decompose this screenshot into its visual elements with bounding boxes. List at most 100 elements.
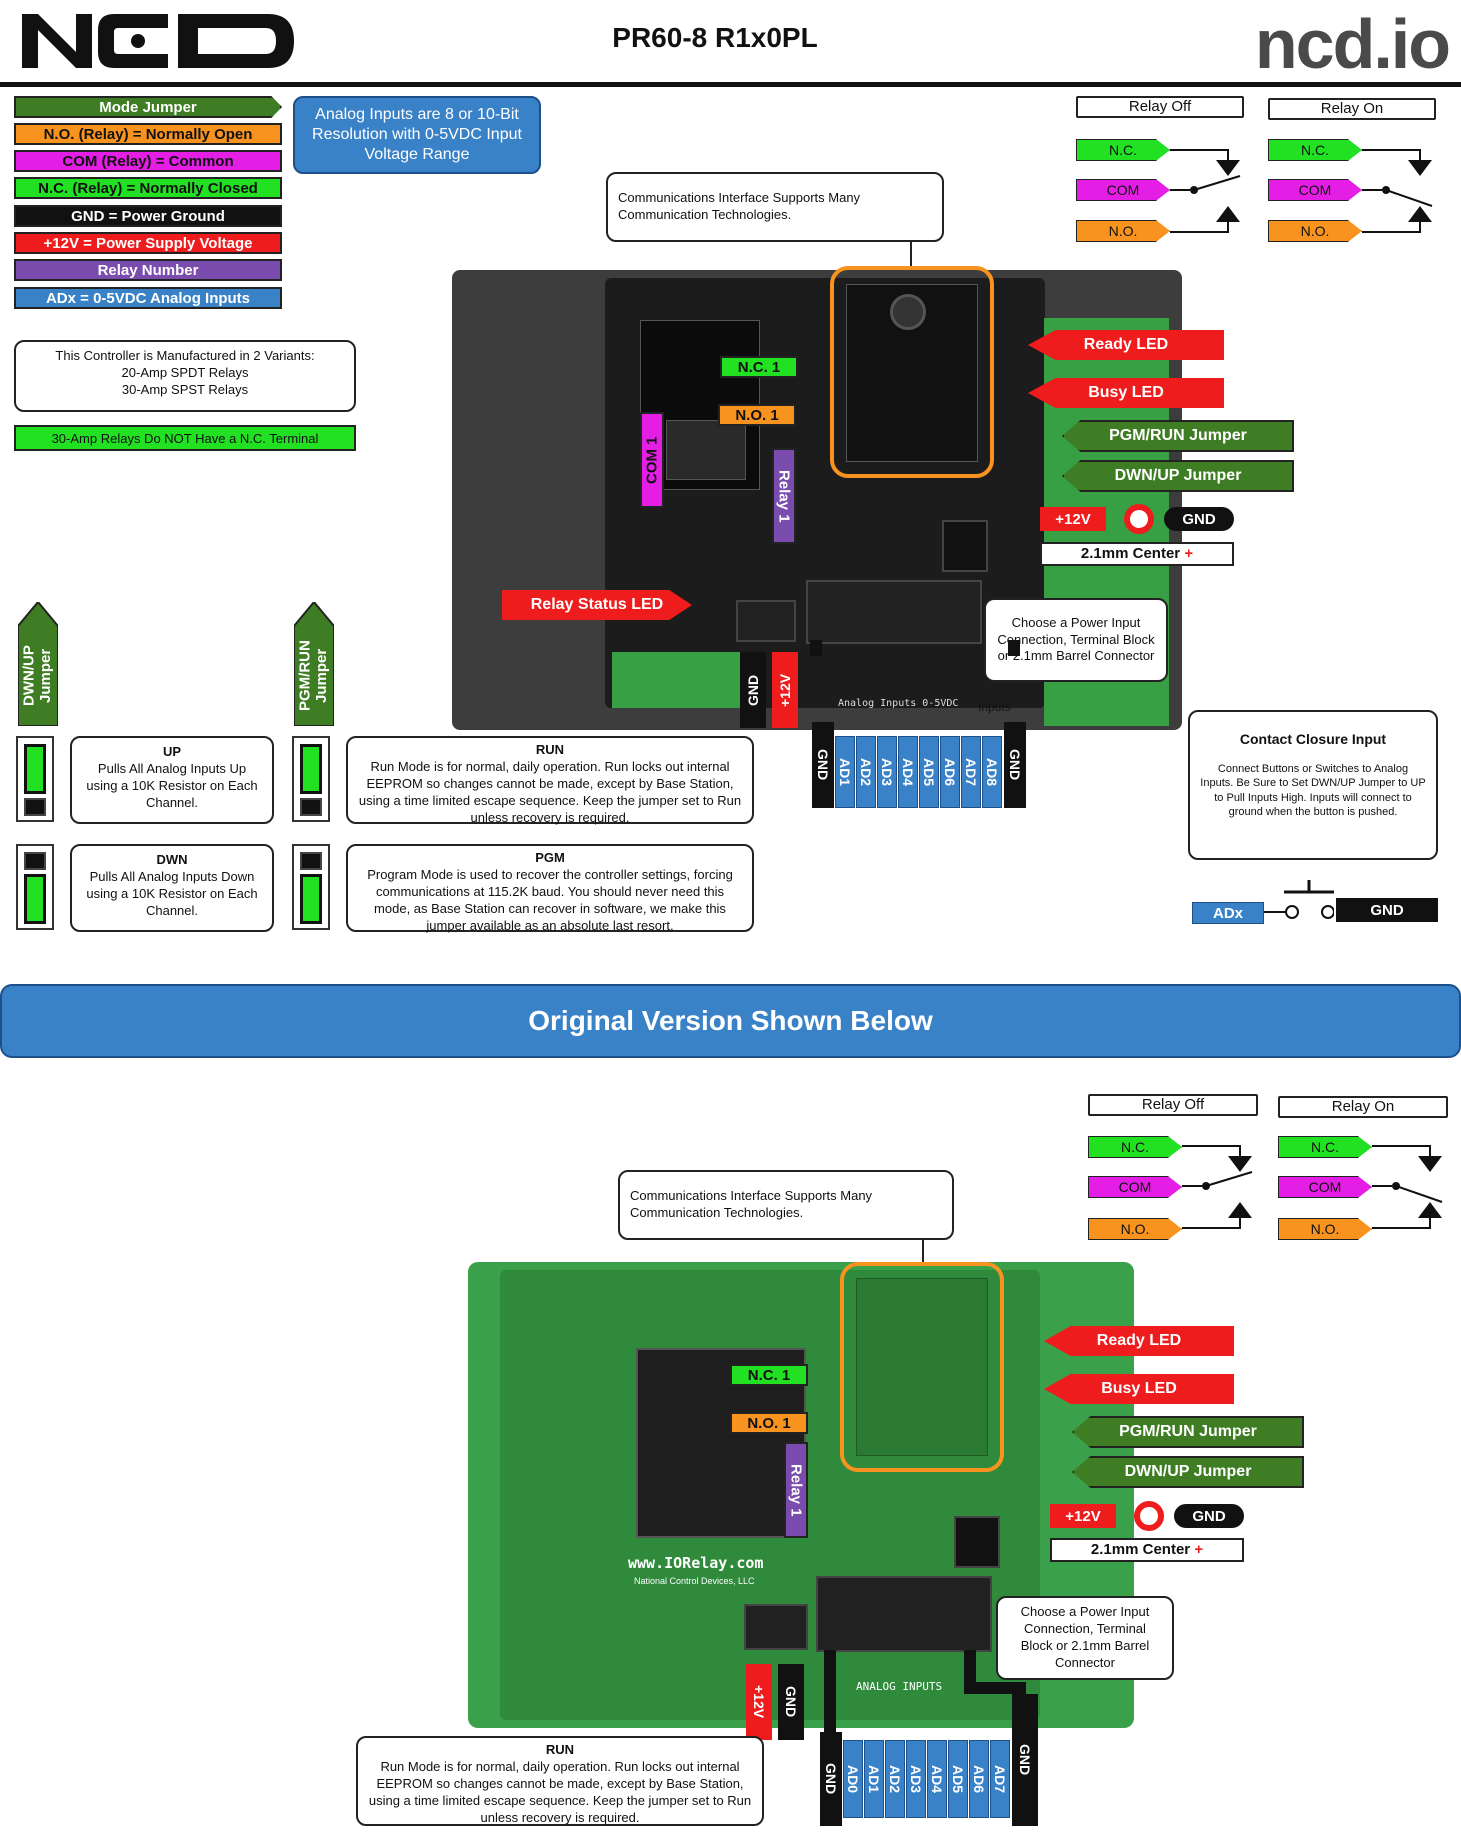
pin-old-8: AD7 bbox=[990, 1740, 1010, 1818]
ready-led-arrow-top: Ready LED bbox=[1028, 330, 1224, 360]
iorelay-silkscreen: www.IORelay.com bbox=[628, 1554, 764, 1572]
page-title: PR60-8 R1x0PL bbox=[612, 22, 818, 53]
power-terminal-top bbox=[736, 600, 796, 642]
busy-led-arrow-bottom: Busy LED bbox=[1044, 1374, 1234, 1404]
pushbutton-icon bbox=[1264, 880, 1334, 919]
dwn-up-jumper-arrow-up bbox=[18, 602, 58, 726]
pin-old-9: GND bbox=[1012, 1694, 1038, 1826]
relay-on-no-bottom: N.O. bbox=[1278, 1218, 1372, 1240]
relay-off-nc-bottom: N.C. bbox=[1088, 1136, 1182, 1158]
nc1-label-bottom: N.C. 1 bbox=[730, 1364, 808, 1386]
variants-callout: This Controller is Manufactured in 2 Var… bbox=[14, 340, 356, 412]
gnd-power-terminal-bottom: GND bbox=[778, 1664, 804, 1740]
com1-label-top: COM 1 bbox=[640, 412, 664, 508]
ncd-logo bbox=[22, 14, 294, 68]
relay-on-schematic bbox=[1362, 149, 1433, 233]
no1-label-top: N.O. 1 bbox=[718, 404, 796, 426]
plus12v-power-terminal-top: +12V bbox=[772, 652, 798, 728]
run-title-bottom: RUN bbox=[545, 1742, 575, 1757]
comm-module-highlight-bottom bbox=[840, 1262, 1004, 1472]
gnd-power-terminal-top: GND bbox=[740, 652, 766, 728]
dwn-explanation: DWN Pulls All Analog Inputs Down using a… bbox=[70, 844, 274, 932]
pgm-run-jumper-label: PGM/RUN Jumper bbox=[296, 640, 331, 712]
variants-line-2: 20-Amp SPDT Relays bbox=[121, 364, 249, 380]
up-title: UP bbox=[162, 744, 182, 759]
legend-relay-number: Relay Number bbox=[14, 259, 282, 281]
relay-on-no: N.O. bbox=[1268, 220, 1362, 242]
legend-adx: ADx = 0-5VDC Analog Inputs bbox=[14, 287, 282, 309]
comm-module-highlight-top bbox=[830, 266, 994, 478]
relay-on-nc: N.C. bbox=[1268, 139, 1362, 161]
pin-old-1: AD0 bbox=[843, 1740, 863, 1818]
jumper-pgm-icon bbox=[292, 844, 330, 930]
dwn-up-jumper-label: DWN/UP Jumper bbox=[20, 645, 55, 707]
analog-terminal-top bbox=[806, 580, 982, 644]
enclosure-green-bottom-top bbox=[612, 652, 742, 708]
pin-old-3: AD2 bbox=[885, 1740, 905, 1818]
pin-new-0: GND bbox=[812, 722, 834, 808]
power-input-callout-top: Choose a Power Input Connection, Termina… bbox=[984, 598, 1168, 682]
pgm-run-jumper-arrow-up bbox=[294, 602, 334, 726]
run-explanation-bottom: RUN Run Mode is for normal, daily operat… bbox=[356, 1736, 764, 1826]
pin-new-8: AD8 bbox=[982, 736, 1002, 808]
jumper-run-icon bbox=[292, 736, 330, 822]
jumper-up-icon bbox=[16, 736, 54, 822]
dwn-title: DWN bbox=[156, 852, 188, 867]
power-input-callout-bottom: Choose a Power Input Connection, Termina… bbox=[996, 1596, 1174, 1680]
relay-on-com: COM bbox=[1268, 179, 1362, 201]
plus12v-barrel-bottom: +12V bbox=[1050, 1504, 1116, 1528]
relay-off-com: COM bbox=[1076, 179, 1170, 201]
relay-on-com-bottom: COM bbox=[1278, 1176, 1372, 1198]
analog-resolution-callout: Analog Inputs are 8 or 10-Bit Resolution… bbox=[293, 96, 541, 174]
original-version-divider: Original Version Shown Below bbox=[0, 984, 1461, 1058]
pin-new-2: AD2 bbox=[856, 736, 876, 808]
contact-closure-title: Contact Closure Input bbox=[1239, 731, 1387, 747]
analog-inputs-silkscreen-bottom: ANALOG INPUTS bbox=[856, 1680, 943, 1693]
run-body-top: Run Mode is for normal, daily operation.… bbox=[358, 758, 742, 825]
pin-old-2: AD1 bbox=[864, 1740, 884, 1818]
variants-line-1: This Controller is Manufactured in 2 Var… bbox=[55, 348, 315, 363]
pgm-body: Program Mode is used to recover the cont… bbox=[367, 866, 733, 933]
pgm-explanation: PGM Program Mode is used to recover the … bbox=[346, 844, 754, 933]
relay-off-title: Relay Off bbox=[1076, 96, 1244, 118]
dwn-up-jumper-arrow-top: DWN/UP Jumper bbox=[1062, 460, 1294, 492]
contact-closure-body: Connect Buttons or Switches to Analog In… bbox=[1200, 763, 1426, 819]
ncd-io-logo: ncd.io bbox=[1254, 5, 1451, 83]
run-explanation-top: RUN Run Mode is for normal, daily operat… bbox=[346, 736, 754, 825]
pin-old-4: AD3 bbox=[906, 1740, 926, 1818]
barrel-center-text: 2.1mm Center bbox=[1080, 545, 1181, 562]
pin-new-1: AD1 bbox=[835, 736, 855, 808]
nc-terminal-note: 30-Amp Relays Do NOT Have a N.C. Termina… bbox=[14, 425, 356, 451]
legend-gnd: GND = Power Ground bbox=[14, 205, 282, 227]
relay-off-no: N.O. bbox=[1076, 220, 1170, 242]
barrel-center-text-bottom: 2.1mm Center bbox=[1090, 1541, 1191, 1558]
barrel-plus-sign: + bbox=[1184, 545, 1194, 562]
ncd-silkscreen: National Control Devices, LLC bbox=[634, 1576, 755, 1586]
plus12v-power-terminal-bottom: +12V bbox=[746, 1664, 772, 1740]
pgm-run-jumper-arrow-bottom: PGM/RUN Jumper bbox=[1072, 1416, 1304, 1448]
analog-terminal-bottom bbox=[816, 1576, 992, 1652]
relay-status-led-arrow: Relay Status LED bbox=[502, 590, 692, 620]
adx-pin-label: ADx bbox=[1192, 902, 1264, 924]
comm-module-bottom bbox=[856, 1278, 988, 1456]
relay-on-nc-bottom: N.C. bbox=[1278, 1136, 1372, 1158]
analog-inputs-silkscreen: Analog Inputs 0-5VDC bbox=[838, 698, 959, 709]
relay-off-schematic-bottom bbox=[1182, 1145, 1253, 1229]
pgm-title: PGM bbox=[535, 850, 565, 865]
relay-on-title: Relay On bbox=[1268, 98, 1436, 120]
pin-old-6: AD5 bbox=[948, 1740, 968, 1818]
relay-off-schematic bbox=[1170, 149, 1241, 233]
legend-com: COM (Relay) = Common bbox=[14, 150, 282, 172]
busy-led-arrow-top: Busy LED bbox=[1028, 378, 1224, 408]
relay-contact-top bbox=[666, 420, 746, 480]
gnd-barrel-bottom: GND bbox=[1174, 1504, 1244, 1528]
legend-mode-jumper: Mode Jumper bbox=[14, 96, 282, 118]
barrel-jack-bottom bbox=[954, 1516, 1000, 1568]
pin-new-5: AD5 bbox=[919, 736, 939, 808]
header-divider bbox=[0, 82, 1461, 87]
comm-interface-callout-bottom: Communications Interface Supports Many C… bbox=[618, 1170, 954, 1240]
pin-old-5: AD4 bbox=[927, 1740, 947, 1818]
pin-new-3: AD3 bbox=[877, 736, 897, 808]
relay1-label-bottom: Relay 1 bbox=[784, 1442, 808, 1538]
relay-on-schematic-bottom bbox=[1372, 1145, 1443, 1229]
